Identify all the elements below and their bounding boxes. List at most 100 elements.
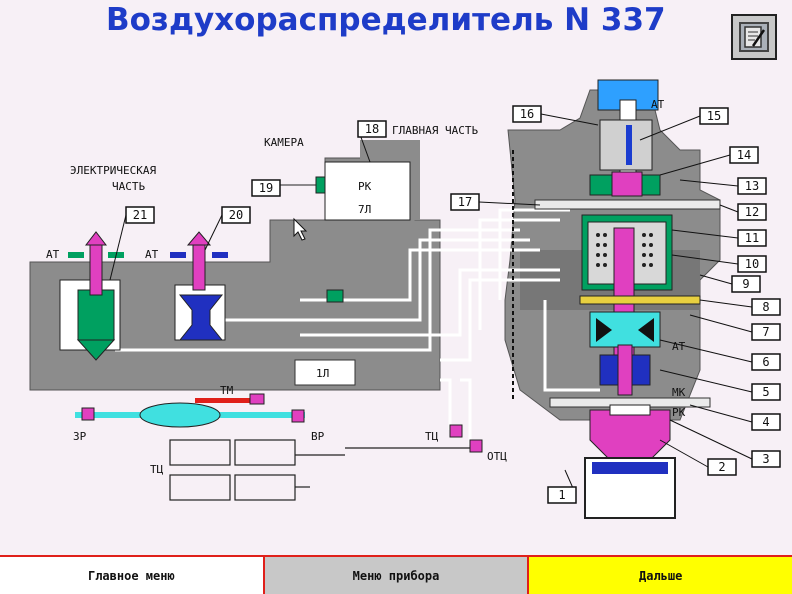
label-electric-part: ЭЛЕКТРИЧЕСКАЯ	[70, 164, 156, 177]
label-vr: ВР	[311, 430, 325, 443]
brake-cylinders-tc	[169, 439, 470, 501]
callout-leader-12	[719, 204, 739, 213]
label-tm: ТМ	[220, 384, 234, 397]
callout-number-3: 3	[762, 452, 769, 466]
callout-number-21: 21	[133, 208, 147, 222]
label-otc: ОТЦ	[487, 450, 507, 463]
bottom-nav-bar: Главное меню Меню прибора Дальше	[0, 555, 792, 594]
diaphragm-8	[579, 295, 701, 305]
callout-number-6: 6	[762, 355, 769, 369]
callout-number-9: 9	[742, 277, 749, 291]
callout-leader-10	[671, 254, 739, 265]
callout-leader-21	[109, 214, 127, 281]
callout-leader-20	[204, 214, 223, 251]
callout-box-10	[737, 255, 767, 273]
label-1l: 1Л	[316, 367, 329, 380]
label-at-mid: АТ	[672, 340, 686, 353]
callout-number-18: 18	[365, 122, 379, 136]
callout-box-7	[751, 323, 781, 341]
pencil-icon	[744, 26, 766, 48]
label-7l: 7Л	[358, 203, 371, 216]
label-camera: КАМЕРА	[264, 136, 304, 149]
label-electric-part-2: ЧАСТЬ	[112, 180, 145, 193]
at-cap-left	[68, 252, 84, 258]
callout-leader-9	[699, 274, 733, 285]
valve-vr	[291, 409, 305, 423]
valve-tc	[449, 424, 463, 438]
callout-box-18	[357, 120, 387, 138]
label-mk: МК	[672, 386, 686, 399]
callout-leader-15	[639, 115, 701, 141]
callout-box-6	[751, 353, 781, 371]
at-cap-right	[170, 252, 186, 258]
callout-number-19: 19	[259, 181, 273, 195]
at-cap-right2	[212, 252, 228, 258]
arrow-up-21	[84, 231, 108, 246]
callout-box-8	[751, 298, 781, 316]
callout-number-1: 1	[558, 488, 565, 502]
lower-valve-seat	[609, 404, 651, 416]
pipe-block-1l	[294, 359, 356, 386]
callout-number-2: 2	[718, 460, 725, 474]
callout-leader-14	[659, 154, 731, 176]
magenta-seat-14	[611, 171, 643, 197]
callout-leader-16	[540, 113, 599, 126]
callout-leader-7	[689, 314, 753, 333]
electric-valve-20-stem	[192, 244, 206, 291]
cyan-valve-6-right	[638, 318, 654, 342]
callout-number-7: 7	[762, 325, 769, 339]
callout-number-14: 14	[737, 148, 751, 162]
callout-leader-5	[659, 369, 753, 393]
label-zr: ЗР	[73, 430, 87, 443]
lower-valve-2	[589, 409, 671, 461]
device-menu-button[interactable]: Меню прибора	[264, 557, 530, 594]
callout-leader-2	[659, 439, 709, 468]
callout-number-4: 4	[762, 415, 769, 429]
callout-box-9	[731, 275, 761, 293]
callout-leader-4	[689, 404, 753, 423]
notepad-icon[interactable]	[731, 14, 777, 60]
main-menu-button[interactable]: Главное меню	[0, 557, 265, 594]
electric-valve-21-core	[77, 289, 115, 341]
arrow-up-20	[186, 231, 212, 246]
callout-number-8: 8	[762, 300, 769, 314]
label-tc-2: ТЦ	[425, 430, 439, 443]
pipe-tm	[195, 398, 255, 403]
callout-box-11	[737, 229, 767, 247]
callout-box-14	[729, 146, 759, 164]
callout-box-1	[547, 486, 577, 504]
callout-box-15	[699, 107, 729, 125]
valve-zr	[81, 407, 95, 421]
label-at-top: АТ	[651, 98, 665, 111]
label-at-left-2: АТ	[145, 248, 159, 261]
callout-number-11: 11	[745, 231, 759, 245]
callout-leader-3	[669, 419, 753, 460]
rk-box	[324, 161, 411, 221]
next-button[interactable]: Дальше	[529, 557, 792, 594]
plate-12	[534, 199, 721, 210]
label-tc-1: ТЦ	[150, 463, 164, 476]
callout-number-17: 17	[458, 195, 472, 209]
callout-box-12	[737, 203, 767, 221]
callout-box-2	[707, 458, 737, 476]
notepad-icon-inner	[739, 22, 769, 52]
air-channels	[115, 208, 600, 445]
callout-leader-11	[671, 229, 739, 239]
electric-valve-21-tip	[76, 339, 116, 361]
callout-box-21	[125, 206, 155, 224]
air-distributor-diagram: ЭЛЕКТРИЧЕСКАЯ ЧАСТЬ КАМЕРА ГЛАВНАЯ ЧАСТЬ…	[29, 79, 781, 519]
callout-number-13: 13	[745, 179, 759, 193]
piston-stem-5	[617, 344, 633, 396]
callout-box-20	[221, 206, 251, 224]
green-valve-camera	[326, 289, 344, 303]
mouse-cursor-icon	[293, 217, 308, 241]
top-valve-spring	[626, 125, 632, 165]
callout-box-4	[751, 413, 781, 431]
page-title: Воздухораспределитель N 337	[106, 2, 666, 38]
electric-valve-21-stem	[89, 244, 103, 296]
callout-leader-17	[478, 201, 541, 206]
callout-leader-13	[679, 179, 739, 187]
callout-number-16: 16	[520, 107, 534, 121]
label-at-left: АТ	[46, 248, 60, 261]
